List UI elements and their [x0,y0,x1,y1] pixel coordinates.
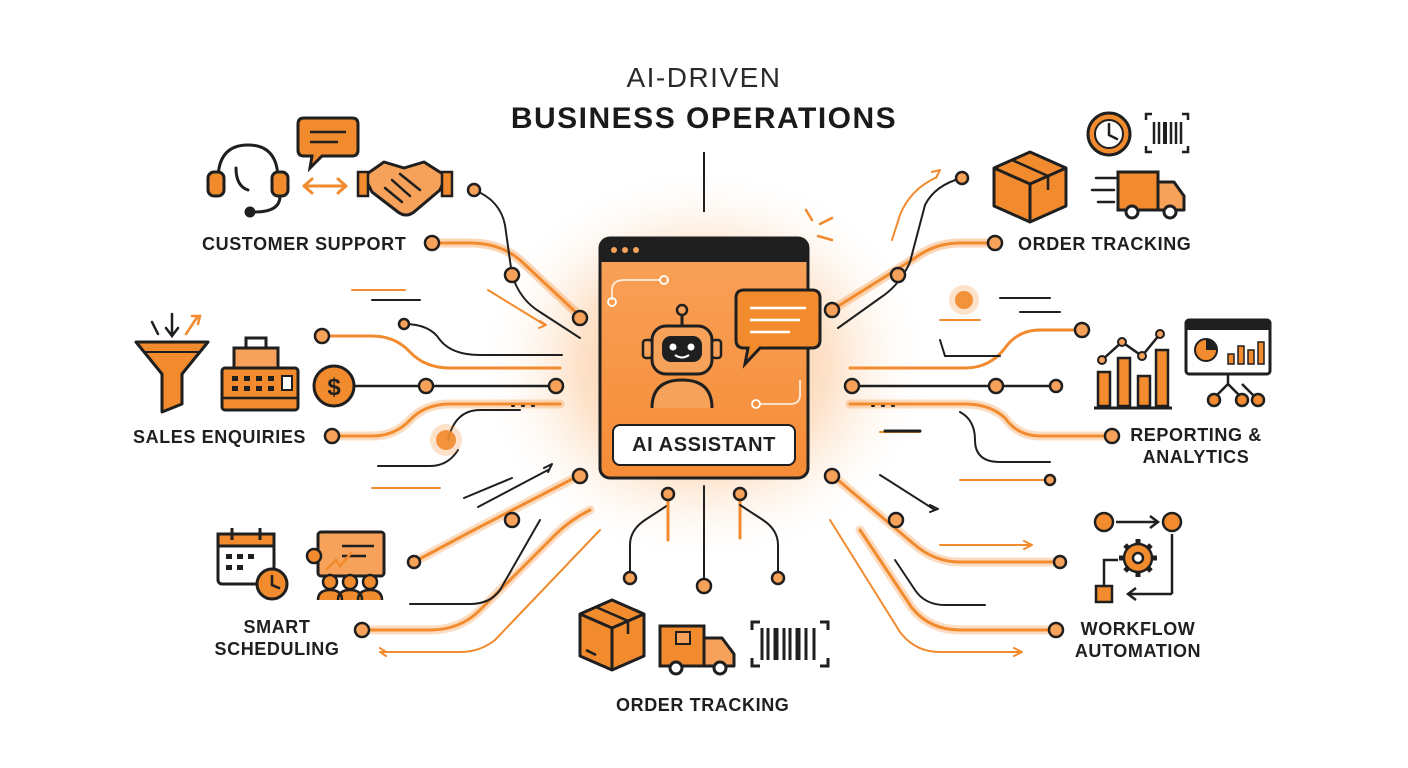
barcode-icon [750,620,830,668]
chat-bubble-icon [296,116,360,173]
package-box-icon [992,150,1068,224]
workflow-line1: WORKFLOW [1080,619,1196,639]
delivery-truck-icon [658,624,736,676]
bottom-connectors [629,485,779,587]
robot-icon [641,303,723,409]
diagram-title-line1: AI-DRIVEN [626,62,782,93]
bar-chart-icon [1094,329,1172,410]
svg-text:$: $ [327,374,341,401]
order-tracking-top-label: ORDER TRACKING [1018,234,1192,254]
barcode-icon [1144,112,1190,154]
workflow-gear-icon [1093,511,1183,604]
double-arrow-icon [302,177,348,195]
workflow-automation-label: WORKFLOW AUTOMATION [1064,618,1212,662]
chat-bubble-icon [734,288,822,369]
workflow-line2: AUTOMATION [1074,641,1202,661]
reporting-line1: REPORTING & [1130,425,1262,445]
dollar-coin-icon: $ [312,364,356,408]
smart-scheduling-line1: SMART [243,617,311,637]
smart-scheduling-line2: SCHEDULING [214,639,340,659]
delivery-truck-icon [1090,170,1186,220]
sparkle-icon [804,208,834,242]
diagram-title: BUSINESS OPERATIONS [510,102,898,135]
ai-assistant-label: AI ASSISTANT [612,424,796,466]
flow-arrows [379,169,1033,657]
presentation-team-icon [305,530,386,601]
reporting-line2: ANALYTICS [1142,447,1250,467]
customer-support-label: CUSTOMER SUPPORT [202,234,407,254]
headset-icon [206,143,290,218]
motion-dashes [511,405,922,433]
reporting-analytics-label: REPORTING & ANALYTICS [1128,424,1264,468]
sales-funnel-icon [134,312,210,414]
sales-enquiries-label: SALES ENQUIRIES [133,427,307,447]
cash-register-icon [220,336,300,412]
handshake-icon [356,160,454,217]
clock-icon [1086,111,1132,157]
smart-scheduling-label: SMART SCHEDULING [214,616,340,660]
order-tracking-bottom-label: ORDER TRACKING [616,695,790,715]
calendar-clock-icon [216,528,289,601]
node-dots [313,170,1121,639]
package-box-icon [578,598,646,672]
dashboard-screen-icon [1184,318,1272,408]
glow-orb [955,291,973,309]
glow-orb [436,430,456,450]
